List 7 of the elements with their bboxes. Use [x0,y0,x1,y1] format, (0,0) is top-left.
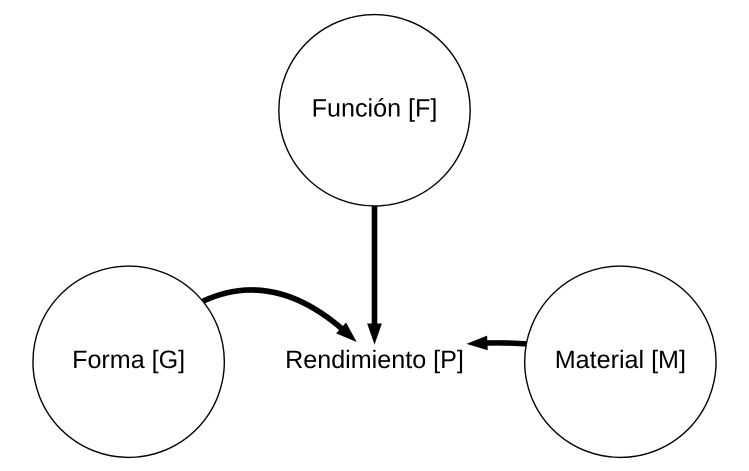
node-circle: Material [M] [524,264,717,458]
node-text: Rendimiento [P] [285,345,464,374]
arrow [202,286,357,342]
node-circle: Forma [G] [32,264,226,458]
arrow [367,206,382,344]
node-circle: Función [F] [278,13,471,206]
arrow [466,335,526,350]
